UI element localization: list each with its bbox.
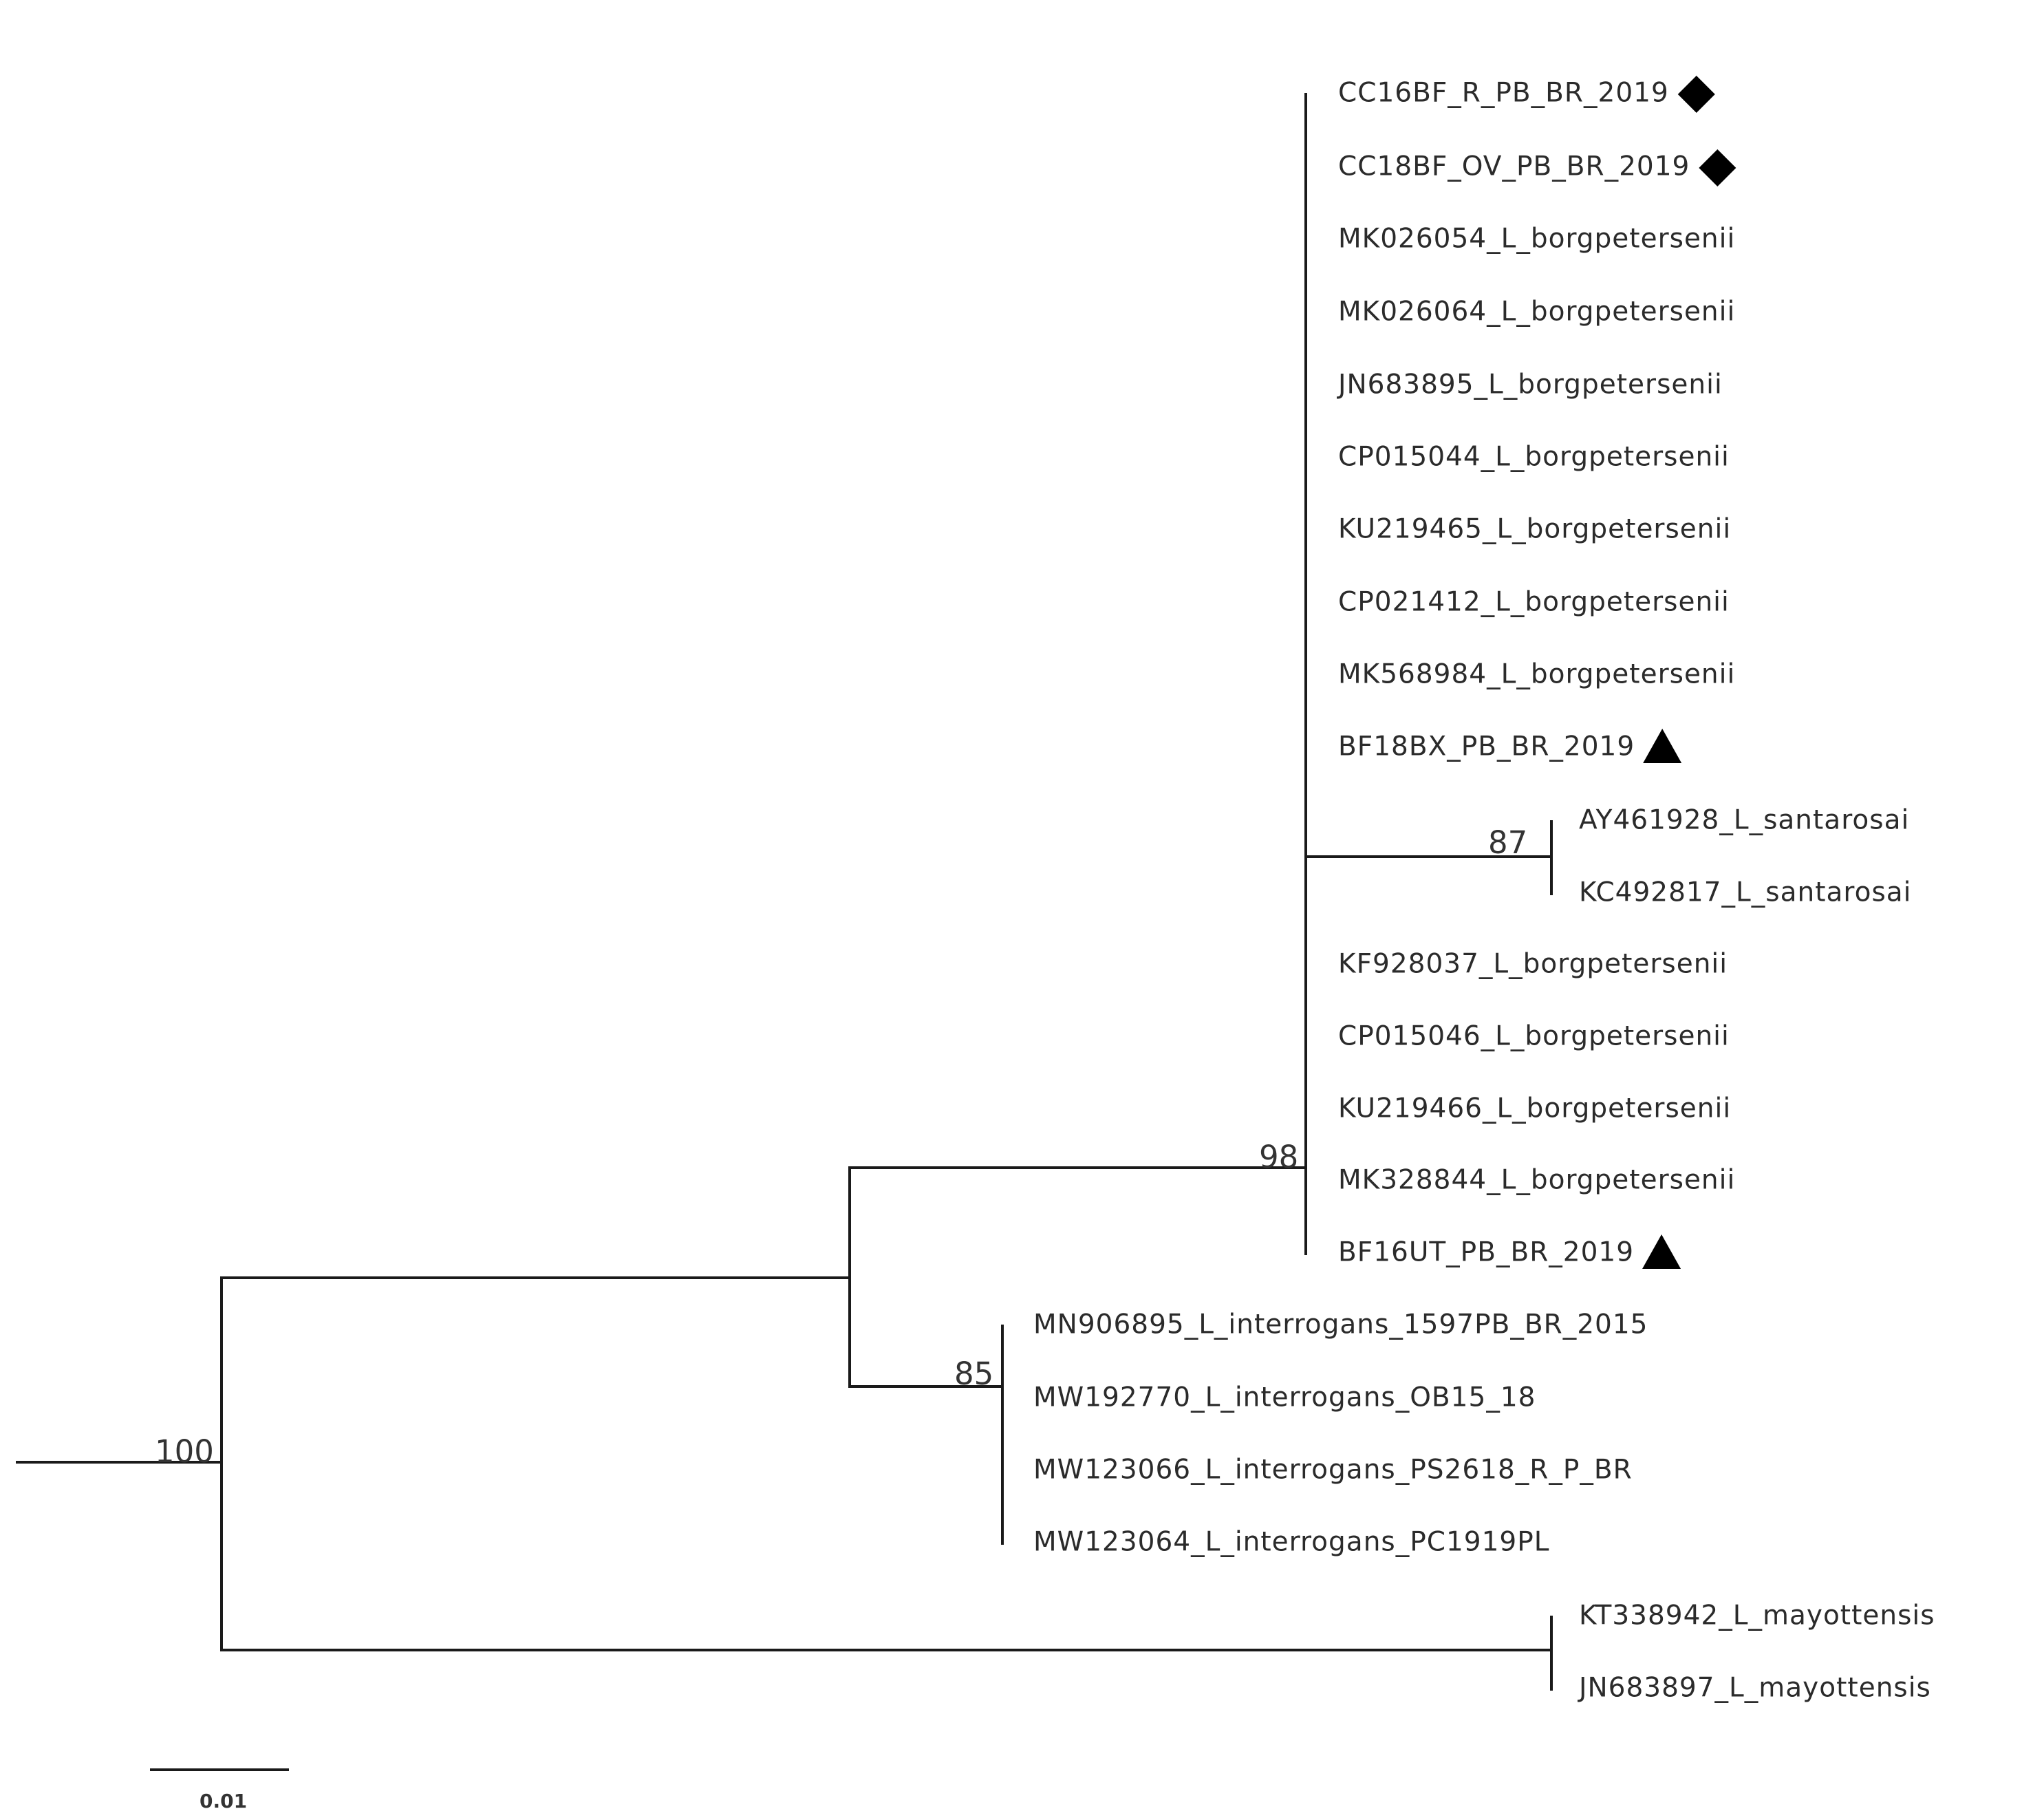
taxon-label-t23: JN683897_L_mayottensis: [1577, 1673, 1931, 1704]
triangle-marker-icon-t10: [1643, 729, 1682, 763]
taxon-label-t11: AY461928_L_santarosai: [1579, 805, 1909, 836]
taxon-label-t5: JN683895_L_borgpetersenii: [1336, 370, 1723, 400]
triangle-marker-icon-t17: [1642, 1234, 1681, 1269]
taxon-label-t22: KT338942_L_mayottensis: [1579, 1600, 1935, 1631]
taxon-label-t18: MN906895_L_interrogans_1597PB_BR_2015: [1033, 1309, 1648, 1340]
taxon-label-t10: BF18BX_PB_BR_2019: [1338, 731, 1635, 762]
support-value-root: 100: [155, 1433, 214, 1470]
taxon-label-t15: KU219466_L_borgpetersenii: [1338, 1093, 1731, 1124]
taxon-markers: [1642, 76, 1736, 1269]
support-value-borgpetersenii-clade: 98: [1259, 1139, 1298, 1175]
taxon-label-t3: MK026054_L_borgpetersenii: [1338, 224, 1735, 255]
taxon-label-t1: CC16BF_R_PB_BR_2019: [1338, 78, 1669, 109]
taxon-label-t13: KF928037_L_borgpetersenii: [1338, 949, 1728, 980]
taxon-label-t17: BF16UT_PB_BR_2019: [1338, 1237, 1634, 1268]
diamond-marker-icon-t2: [1699, 149, 1736, 186]
scale-bar-label: 0.01: [200, 1790, 247, 1812]
taxon-label-t20: MW123066_L_interrogans_PS2618_R_P_BR: [1033, 1455, 1633, 1486]
taxon-label-t19: MW192770_L_interrogans_OB15_18: [1033, 1382, 1536, 1413]
taxon-label-t12: KC492817_L_santarosai: [1579, 877, 1912, 908]
taxon-label-t14: CP015046_L_borgpetersenii: [1338, 1021, 1730, 1052]
taxon-label-t8: CP021412_L_borgpetersenii: [1338, 587, 1730, 618]
tree-branches: [16, 93, 1553, 1691]
support-value-interrogans-clade: 85: [954, 1356, 993, 1392]
taxon-label-t6: CP015044_L_borgpetersenii: [1338, 442, 1730, 473]
taxon-label-t7: KU219465_L_borgpetersenii: [1338, 514, 1731, 545]
taxon-label-t21: MW123064_L_interrogans_PC1919PL: [1033, 1527, 1549, 1558]
support-value-santarosai-clade: 87: [1488, 824, 1527, 861]
diamond-marker-icon-t1: [1677, 76, 1715, 113]
taxon-label-t16: MK328844_L_borgpetersenii: [1338, 1165, 1735, 1196]
taxon-labels: CC16BF_R_PB_BR_2019CC18BF_OV_PB_BR_2019M…: [1033, 78, 1935, 1704]
taxon-label-t2: CC18BF_OV_PB_BR_2019: [1338, 151, 1690, 182]
taxon-label-t4: MK026064_L_borgpetersenii: [1338, 297, 1735, 328]
taxon-label-t9: MK568984_L_borgpetersenii: [1338, 659, 1735, 690]
